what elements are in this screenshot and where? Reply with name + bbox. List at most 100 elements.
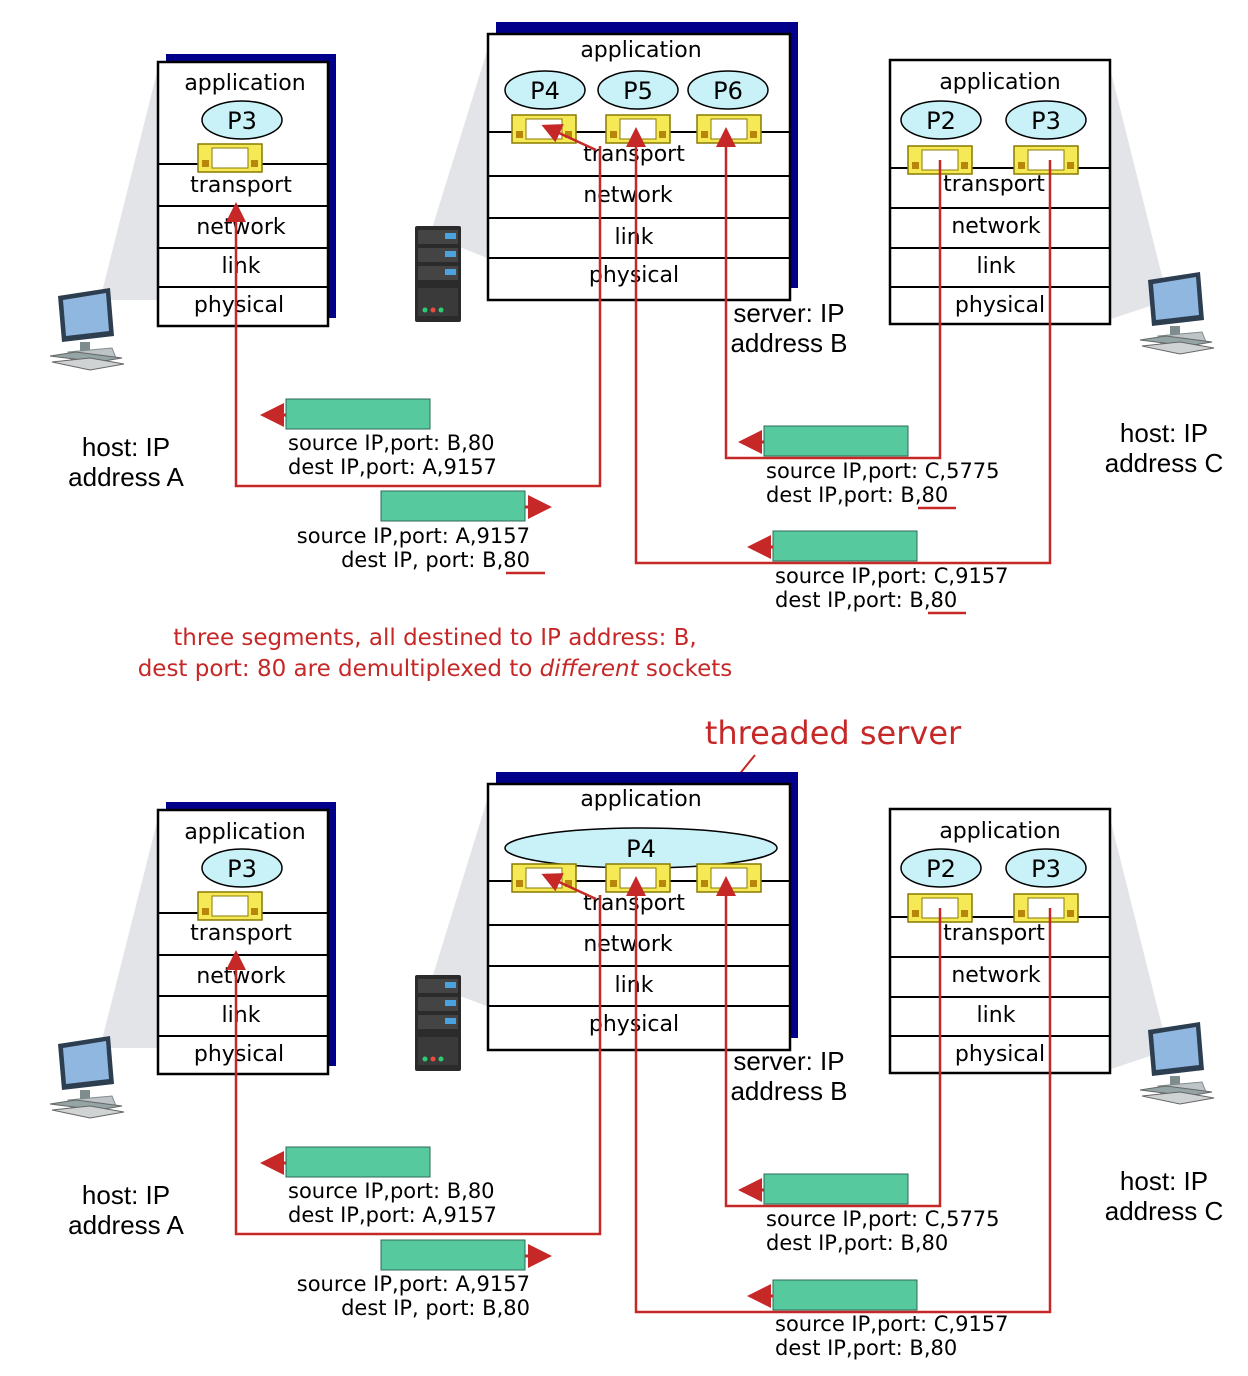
- socket-icon: [605, 863, 671, 893]
- segment-a-to-b-source: source IP,port: A,9157: [297, 1272, 530, 1296]
- server-b-label-line1: server: IP: [733, 298, 844, 328]
- process-p6-label: P6: [713, 77, 743, 105]
- multi-process-server-diagram: application transport network link physi…: [49, 22, 1224, 682]
- p4-socket-link: [541, 124, 597, 152]
- segment-c5775-to-b: [763, 425, 909, 457]
- socket-icon: [605, 114, 671, 144]
- segment-c9157-to-b: [772, 530, 918, 562]
- link-layer-label: link: [615, 973, 654, 998]
- host-a-label-line1: host: IP: [82, 432, 170, 462]
- server-tower-icon: [415, 226, 461, 322]
- server-b-projection: [430, 35, 492, 260]
- segment-c9157-source: source IP,port: C,9157: [775, 1312, 1009, 1336]
- segment-c9157-source: source IP,port: C,9157: [775, 564, 1009, 588]
- desktop-computer-icon: [1139, 271, 1215, 355]
- transport-layer-label: transport: [583, 891, 685, 916]
- segment-b-to-a-dest: dest IP,port: A,9157: [288, 455, 497, 479]
- segment-c9157-dest: dest IP,port: B,80: [775, 1336, 957, 1360]
- network-layer-label: network: [196, 964, 286, 989]
- process-p3-label: P3: [227, 107, 257, 135]
- physical-layer-label: physical: [955, 293, 1045, 318]
- application-layer-label: application: [939, 70, 1060, 95]
- path-c5775-to-p6: [716, 127, 942, 460]
- desktop-computer-icon: [1139, 1021, 1215, 1105]
- desktop-computer-icon: [49, 1035, 125, 1119]
- server-b-label-line2: address B: [730, 1076, 847, 1106]
- segment-b-to-a-source: source IP,port: B,80: [288, 431, 495, 455]
- process-p2-bubble: [900, 100, 982, 140]
- desktop-computer-icon: [49, 287, 125, 371]
- application-layer-label: application: [580, 38, 701, 63]
- threaded-server-diagram: threaded server application transport ne…: [49, 714, 1223, 1360]
- host-a-label-line1: host: IP: [82, 1180, 170, 1210]
- application-layer-label: application: [939, 819, 1060, 844]
- physical-layer-label: physical: [194, 293, 284, 318]
- caption-line2-emphasis: different: [540, 656, 640, 682]
- caption-line2: dest port: 80 are demultiplexed to diffe…: [138, 656, 733, 682]
- process-p3-bubble: [1005, 100, 1087, 140]
- segment-c9157-to-b: [772, 1279, 918, 1311]
- host-c-protocol-stack: application transport network link physi…: [888, 58, 1112, 326]
- network-layer-label: network: [951, 963, 1041, 988]
- segment-c5775-source: source IP,port: C,5775: [766, 459, 1000, 483]
- segment-c5775-dest: dest IP,port: B,80: [766, 1231, 948, 1255]
- segment-c5775-source: source IP,port: C,5775: [766, 1207, 1000, 1231]
- host-a-projection: [100, 60, 160, 300]
- socket-icon: [197, 891, 263, 921]
- transport-layer-label: transport: [190, 921, 292, 946]
- physical-layer-label: physical: [589, 263, 679, 288]
- caption-line2-end: sockets: [639, 656, 733, 682]
- segment-a-to-b: [380, 1239, 526, 1271]
- server-b-label-line1: server: IP: [733, 1046, 844, 1076]
- host-a-protocol-stack: application transport network link physi…: [156, 54, 336, 328]
- path-a-b-p4: [226, 146, 602, 488]
- socket-icon: [197, 143, 263, 173]
- process-p6-bubble: [687, 70, 769, 110]
- host-a-protocol-stack: application transport network link physi…: [156, 802, 336, 1076]
- segment-a-to-b: [380, 490, 526, 522]
- socket-icon: [696, 863, 762, 893]
- path-a-b-p4: [226, 895, 602, 1236]
- host-c-projection: [1108, 60, 1168, 320]
- process-p4-bubble: [504, 70, 586, 110]
- segment-c5775-dest: dest IP,port: B,80: [766, 483, 948, 507]
- process-p3-bubble: [201, 100, 283, 140]
- process-p2-label: P2: [926, 107, 956, 135]
- transport-layer-label: transport: [943, 921, 1045, 946]
- socket-icon: [1013, 145, 1079, 175]
- process-p3-bubble: [1005, 848, 1087, 888]
- process-p5-bubble: [597, 70, 679, 110]
- application-layer-label: application: [580, 787, 701, 812]
- segment-a-to-b-dest: dest IP, port: B,80: [341, 1296, 530, 1320]
- process-p4-label: P4: [530, 77, 560, 105]
- server-b-protocol-stack: application transport network link physi…: [486, 772, 798, 1052]
- physical-layer-label: physical: [589, 1012, 679, 1037]
- network-layer-label: network: [583, 183, 673, 208]
- transport-layer-label: transport: [583, 142, 685, 167]
- transport-layer-label: transport: [190, 173, 292, 198]
- host-c-label-line1: host: IP: [1120, 418, 1208, 448]
- socket-icon: [511, 863, 577, 893]
- path-c5775-to-p4: [716, 876, 942, 1208]
- link-layer-label: link: [615, 225, 654, 250]
- physical-layer-label: physical: [194, 1042, 284, 1067]
- process-p4-label: P4: [626, 835, 656, 863]
- link-layer-label: link: [222, 254, 261, 279]
- transport-layer-label: transport: [943, 172, 1045, 197]
- host-a-label-line2: address A: [68, 1210, 184, 1240]
- path-c9157-to-p4: [626, 876, 1052, 1314]
- network-layer-label: network: [196, 215, 286, 240]
- network-layer-label: network: [583, 932, 673, 957]
- segment-b-to-a: [285, 1146, 431, 1178]
- application-layer-label: application: [184, 71, 305, 96]
- host-a-label-line2: address A: [68, 462, 184, 492]
- socket-icon: [1013, 893, 1079, 923]
- segment-b-to-a-dest: dest IP,port: A,9157: [288, 1203, 497, 1227]
- host-c-label-line2: address C: [1105, 448, 1224, 478]
- server-b-protocol-stack: application transport network link physi…: [486, 22, 798, 302]
- threaded-server-label: threaded server: [705, 714, 962, 752]
- link-layer-label: link: [977, 254, 1016, 279]
- server-tower-icon: [415, 975, 461, 1071]
- server-b-label-line2: address B: [730, 328, 847, 358]
